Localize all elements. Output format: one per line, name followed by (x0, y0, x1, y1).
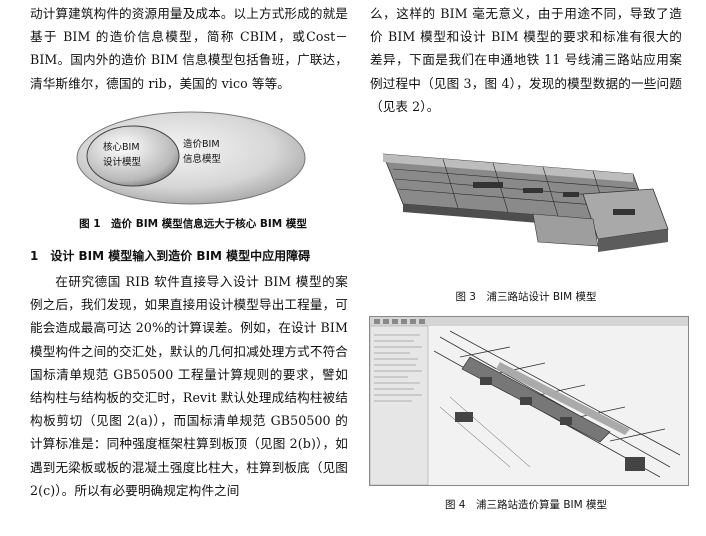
figure-3-caption: 图 3 浦三路站设计 BIM 模型 (455, 291, 597, 303)
section-heading: 1 设计 BIM 模型输入到造价 BIM 模型中应用障碍 (30, 249, 311, 263)
intro-paragraph-right: 么，这样的 BIM 毫无意义，由于用途不同，导致了造价 BIM 模型和设计 BI… (370, 6, 682, 114)
body-paragraph-left: 在研究德国 RIB 软件直接导入设计 BIM 模型的案例之后，我们发现，如果直接… (30, 274, 348, 498)
inner-ellipse-label: 核心BIM 设计模型 (103, 142, 142, 168)
figure-1-caption: 图 1 造价 BIM 模型信息远大于核心 BIM 模型 (79, 218, 307, 230)
intro-paragraph-left: 动计算建筑构件的资源用量及成本。以上方式形成的就是基于 BIM 的造价信息模型，… (30, 6, 348, 91)
outer-ellipse-label: 造价BIM 信息模型 (183, 139, 222, 165)
figure-1-diagram (75, 110, 307, 206)
figure-4-caption: 图 4 浦三路站造价算量 BIM 模型 (444, 499, 608, 511)
figure-3-image (382, 134, 669, 274)
figure-4-image (369, 316, 689, 486)
inner-ellipse (86, 125, 180, 187)
